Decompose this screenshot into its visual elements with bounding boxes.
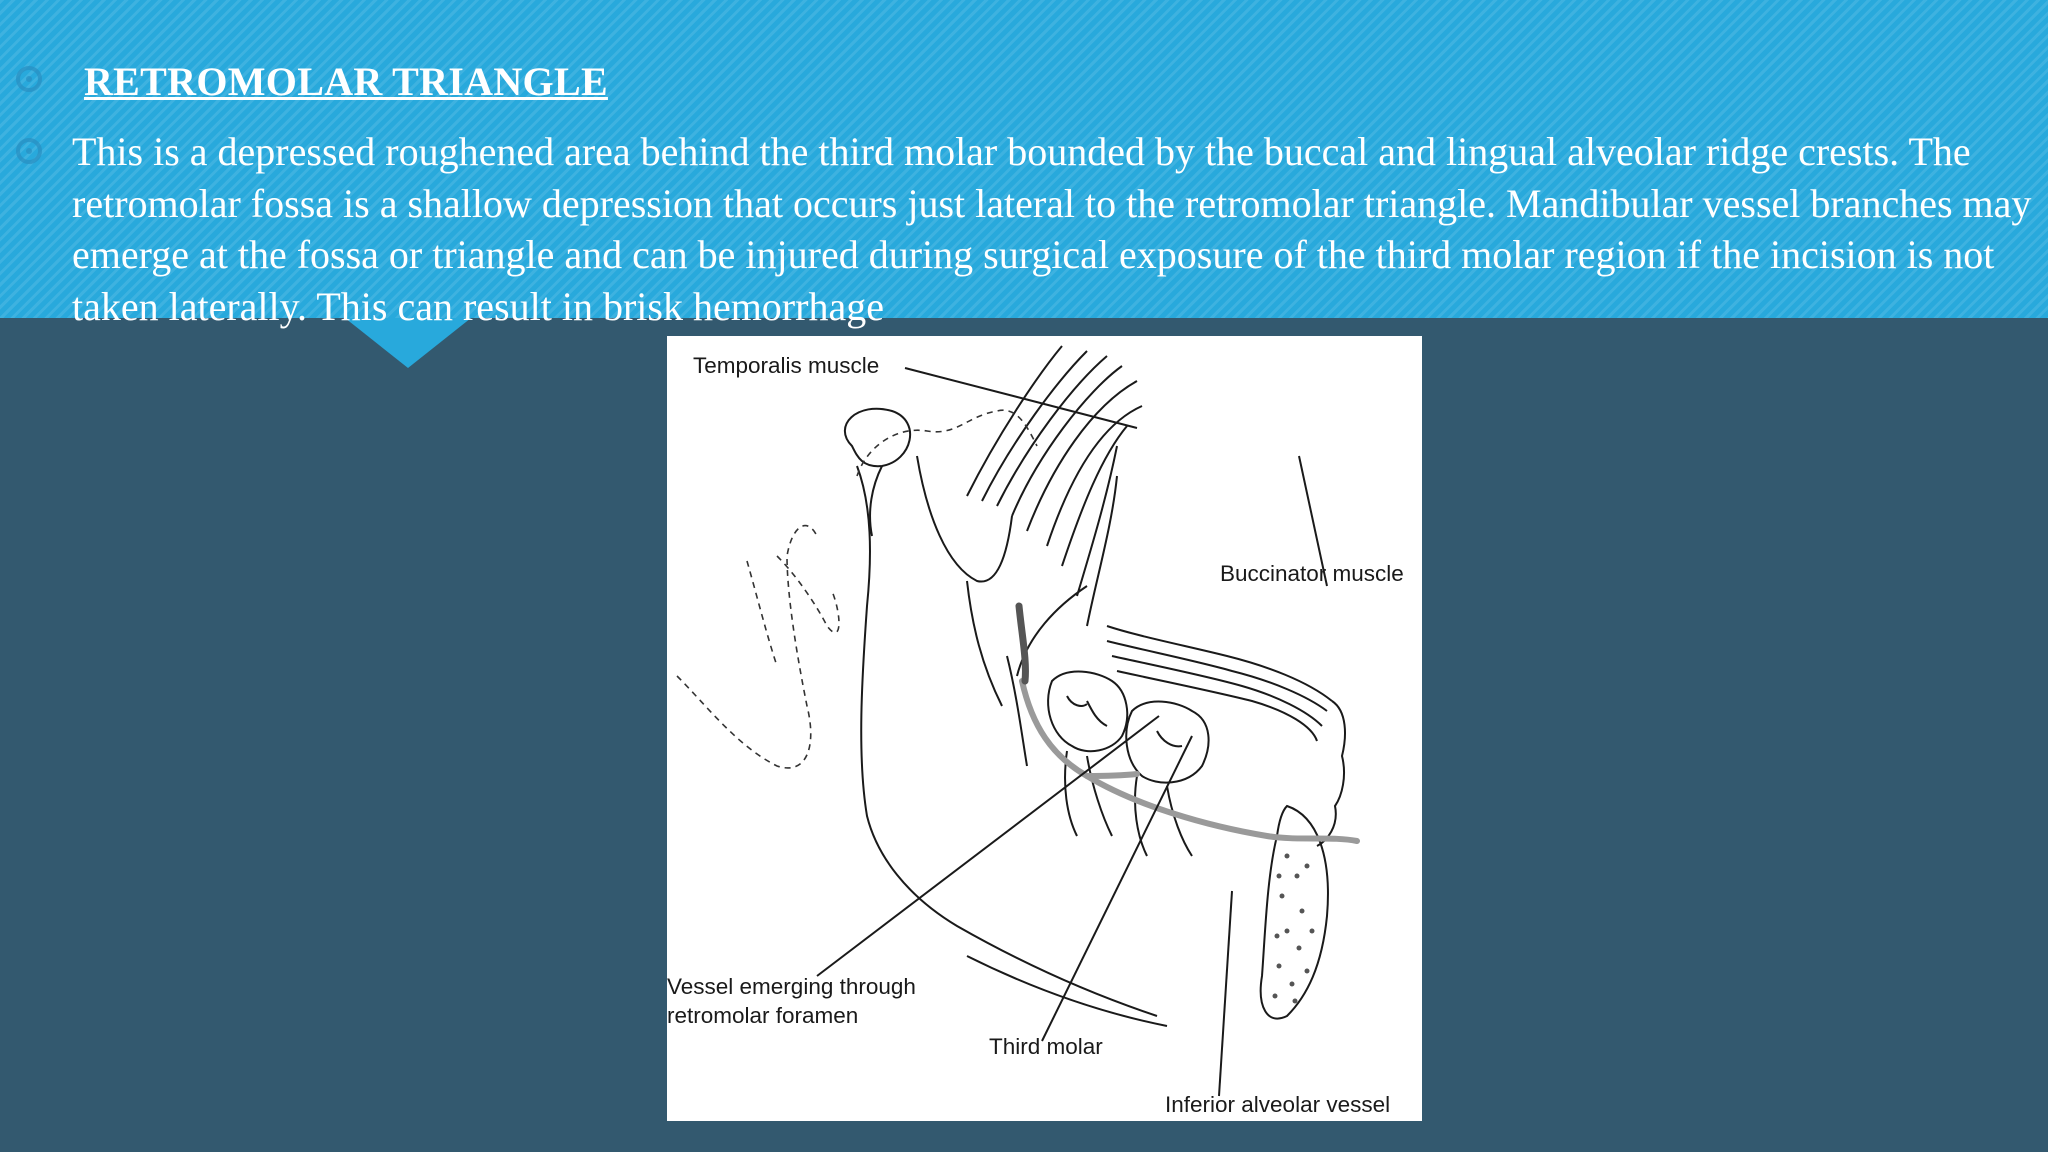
slide-title: RETROMOLAR TRIANGLE xyxy=(84,59,608,104)
label-third-molar: Third molar xyxy=(989,1034,1103,1059)
label-vessel-line2: retromolar foramen xyxy=(667,1003,859,1028)
label-vessel-line1: Vessel emerging through xyxy=(667,974,916,999)
mandible-illustration xyxy=(676,345,1360,1097)
label-inferior-alveolar-vessel: Inferior alveolar vessel xyxy=(1165,1092,1391,1117)
banner-notch xyxy=(345,318,471,368)
label-buccinator-muscle: Buccinator muscle xyxy=(1220,561,1404,586)
label-temporalis-muscle: Temporalis muscle xyxy=(693,353,880,378)
header-banner xyxy=(0,0,2048,318)
mandible-diagram: Temporalis muscle Buccinator muscle Vess… xyxy=(667,336,1422,1121)
title-bullet-icon xyxy=(16,66,42,92)
paragraph-bullet-icon xyxy=(16,138,42,164)
slide-paragraph: This is a depressed roughened area behin… xyxy=(72,129,2032,329)
